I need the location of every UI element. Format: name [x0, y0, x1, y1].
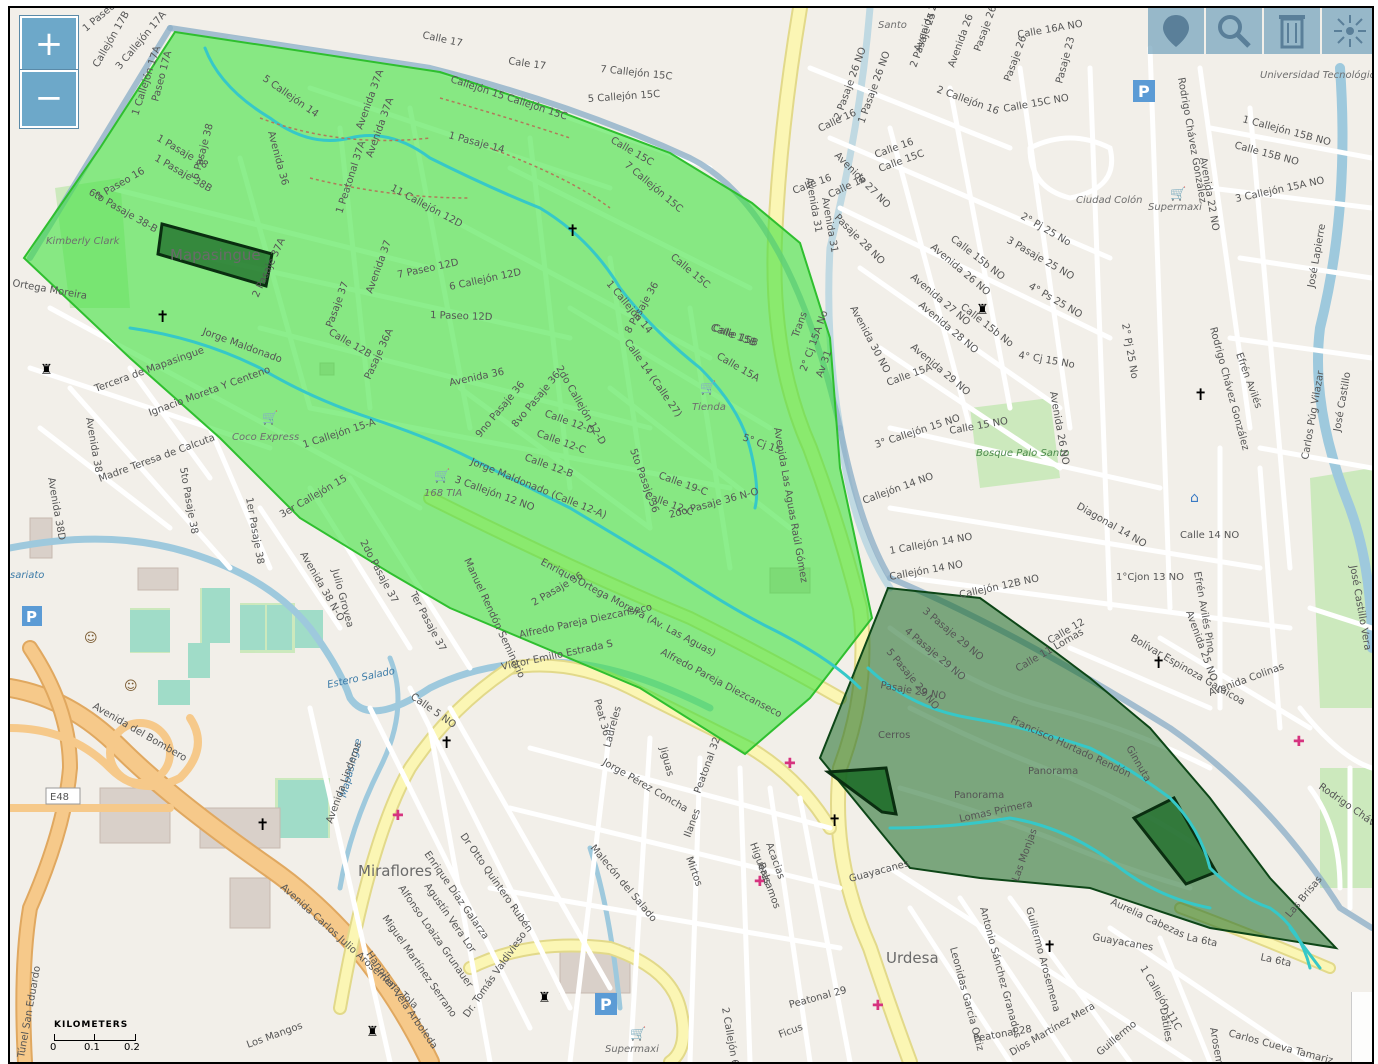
church-icon: ✝ [1152, 653, 1165, 672]
school-icon: ♜ [976, 302, 989, 318]
hospital-icon: ✚ [392, 808, 404, 824]
label-supermaxi-1: Supermaxi [1148, 202, 1202, 213]
school-icon: ♜ [40, 362, 53, 378]
scale-bar: KILOMETERS 0 0.1 0.2 [48, 1020, 168, 1056]
church-icon: ✝ [156, 307, 169, 326]
route-lines [128, 46, 1322, 970]
label-coco: Coco Express [232, 432, 299, 443]
map-canvas[interactable]: P P P ✝ ✝ ✝ ✝ ✝ ✝ ✝ ✝ ✚ ✚ ✚ ✚ ✚ 🛒 🛒 🛒 🛒 … [10, 8, 1372, 1062]
church-icon: ✝ [828, 811, 841, 830]
footpaths [259, 97, 611, 209]
church-icon: ✝ [1043, 937, 1056, 956]
svg-text:P: P [1138, 82, 1150, 101]
svg-text:P: P [26, 608, 37, 626]
label-tienda: Tienda [692, 402, 726, 413]
subzone-mapasingue-block[interactable] [156, 222, 274, 288]
label-tia: 168 TIA [424, 488, 462, 499]
shop-icon: 🛒 [262, 410, 278, 426]
zone-light-green[interactable] [22, 30, 874, 756]
school-icon: ♜ [538, 990, 551, 1006]
street-label: Cale 17 [508, 56, 547, 72]
label-mapasingue: Mapasingue [170, 246, 261, 264]
church-icon: ✝ [566, 221, 579, 240]
parking-icon [1133, 80, 1155, 102]
church-icon: ✝ [440, 733, 453, 752]
hospital-icon: ✚ [872, 998, 884, 1014]
hospital-icon: ✚ [784, 756, 796, 772]
label-ciudad-colon: Ciudad Colón [1076, 194, 1142, 206]
svg-text:P: P [600, 995, 612, 1014]
map-marker-tool-button[interactable] [1148, 8, 1204, 54]
map-marker-icon [1163, 15, 1189, 47]
street-label: Dátiles [1157, 1006, 1175, 1042]
map-frame[interactable]: P P P ✝ ✝ ✝ ✝ ✝ ✝ ✝ ✝ ✚ ✚ ✚ ✚ ✚ 🛒 🛒 🛒 🛒 … [8, 6, 1374, 1064]
theater-icon: ☺ [84, 631, 98, 646]
poi-icons: P P P ✝ ✝ ✝ ✝ ✝ ✝ ✝ ✝ ✚ ✚ ✚ ✚ ✚ 🛒 🛒 🛒 🛒 … [22, 80, 1305, 1042]
shop-icon: 🛒 [700, 380, 716, 396]
street-label: Calle 14 NO [1180, 530, 1239, 541]
label-urdesa: Urdesa [886, 949, 939, 967]
sport-fields [130, 588, 328, 838]
zoom-out-button[interactable]: − [20, 70, 78, 128]
hospital-icon: ✚ [1293, 734, 1305, 750]
bank-icon: ⌂ [1190, 490, 1199, 506]
street-label: 1°Cjon 13 NO [1116, 572, 1184, 583]
church-icon: ✝ [256, 815, 269, 834]
label-bosque: Bosque Palo Santo [976, 448, 1069, 459]
attribution-panel[interactable] [1351, 992, 1372, 1062]
trash-tool-button[interactable] [1264, 8, 1320, 54]
search-icon [1218, 15, 1251, 48]
label-panorama-2: Panorama [954, 790, 1004, 801]
subzone-cerros-block[interactable] [823, 766, 898, 816]
label-supermaxi-2: Supermaxi [605, 1044, 659, 1055]
scale-tick-2: 0.2 [124, 1042, 140, 1053]
street-label: 5 Callejón 15C [587, 88, 660, 105]
label-kimberly: Kimberly Clark [46, 236, 121, 247]
school-icon: ♜ [366, 1024, 379, 1040]
label-cerros: Cerros [878, 730, 910, 741]
shop-icon: 🛒 [630, 1026, 646, 1042]
church-icon: ✝ [1194, 385, 1207, 404]
label-panorama-1: Panorama [1028, 766, 1078, 777]
trash-icon [1279, 15, 1305, 49]
hospital-icon: ✚ [754, 874, 766, 890]
zoom-in-button[interactable]: + [20, 16, 78, 74]
scale-title: KILOMETERS [54, 1020, 129, 1030]
shop-icon: 🛒 [1170, 186, 1186, 202]
shop-icon: 🛒 [434, 468, 450, 484]
scale-mid-tick [94, 1034, 95, 1040]
scale-tick-0: 0 [50, 1042, 57, 1053]
label-sariato: sariato [10, 570, 44, 581]
theater-icon: ☺ [124, 679, 138, 694]
parking-icon [22, 606, 42, 626]
label-miraflores: Miraflores [358, 862, 432, 880]
crosshair-tool-button[interactable] [1322, 8, 1372, 54]
scale-tick-1: 0.1 [84, 1042, 100, 1053]
parking-icon [595, 993, 617, 1015]
highways [10, 640, 440, 1062]
label-e48: E48 [50, 792, 69, 803]
scale-line [54, 1034, 136, 1041]
label-espiritu-santo: Santo [878, 20, 907, 31]
search-tool-button[interactable] [1206, 8, 1262, 54]
street-label: 1 Paseo 12D [430, 310, 493, 323]
label-universidad: Universidad Tecnológica Ecotec [1260, 69, 1372, 81]
crosshair-icon [1334, 15, 1366, 47]
